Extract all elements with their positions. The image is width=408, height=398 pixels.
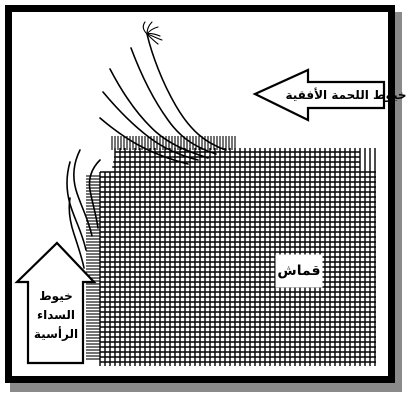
- warp-label-line-3: الرأسية: [34, 326, 78, 341]
- loose-warp-thread: [73, 149, 93, 237]
- warp-arrow: [14, 241, 97, 365]
- tuft-strand: [146, 21, 153, 35]
- loose-weft-thread: [146, 33, 227, 151]
- loose-weft-thread: [99, 117, 189, 165]
- fabric-label-box: [275, 254, 323, 288]
- weft-label: خيوط اللحمة الأفقية: [285, 87, 406, 103]
- loose-warp-thread: [68, 197, 85, 269]
- tuft-strand: [146, 33, 163, 41]
- loose-weft-thread: [109, 68, 209, 159]
- loose-warp-thread: [88, 159, 101, 229]
- frayed-tuft: [142, 21, 163, 45]
- warp-label-line-1: خيوط: [39, 289, 73, 304]
- tuft-strand: [146, 26, 159, 35]
- weft-arrow: [252, 68, 386, 122]
- warp-label-line-2: السداء: [37, 308, 75, 322]
- loose-weft-thread: [130, 47, 217, 155]
- loose-weft-thread: [102, 91, 199, 161]
- fabric-label: قماش: [277, 263, 320, 279]
- tuft-strand: [142, 21, 148, 35]
- loose-weft-threads: [99, 33, 227, 165]
- loose-warp-threads: [66, 149, 101, 269]
